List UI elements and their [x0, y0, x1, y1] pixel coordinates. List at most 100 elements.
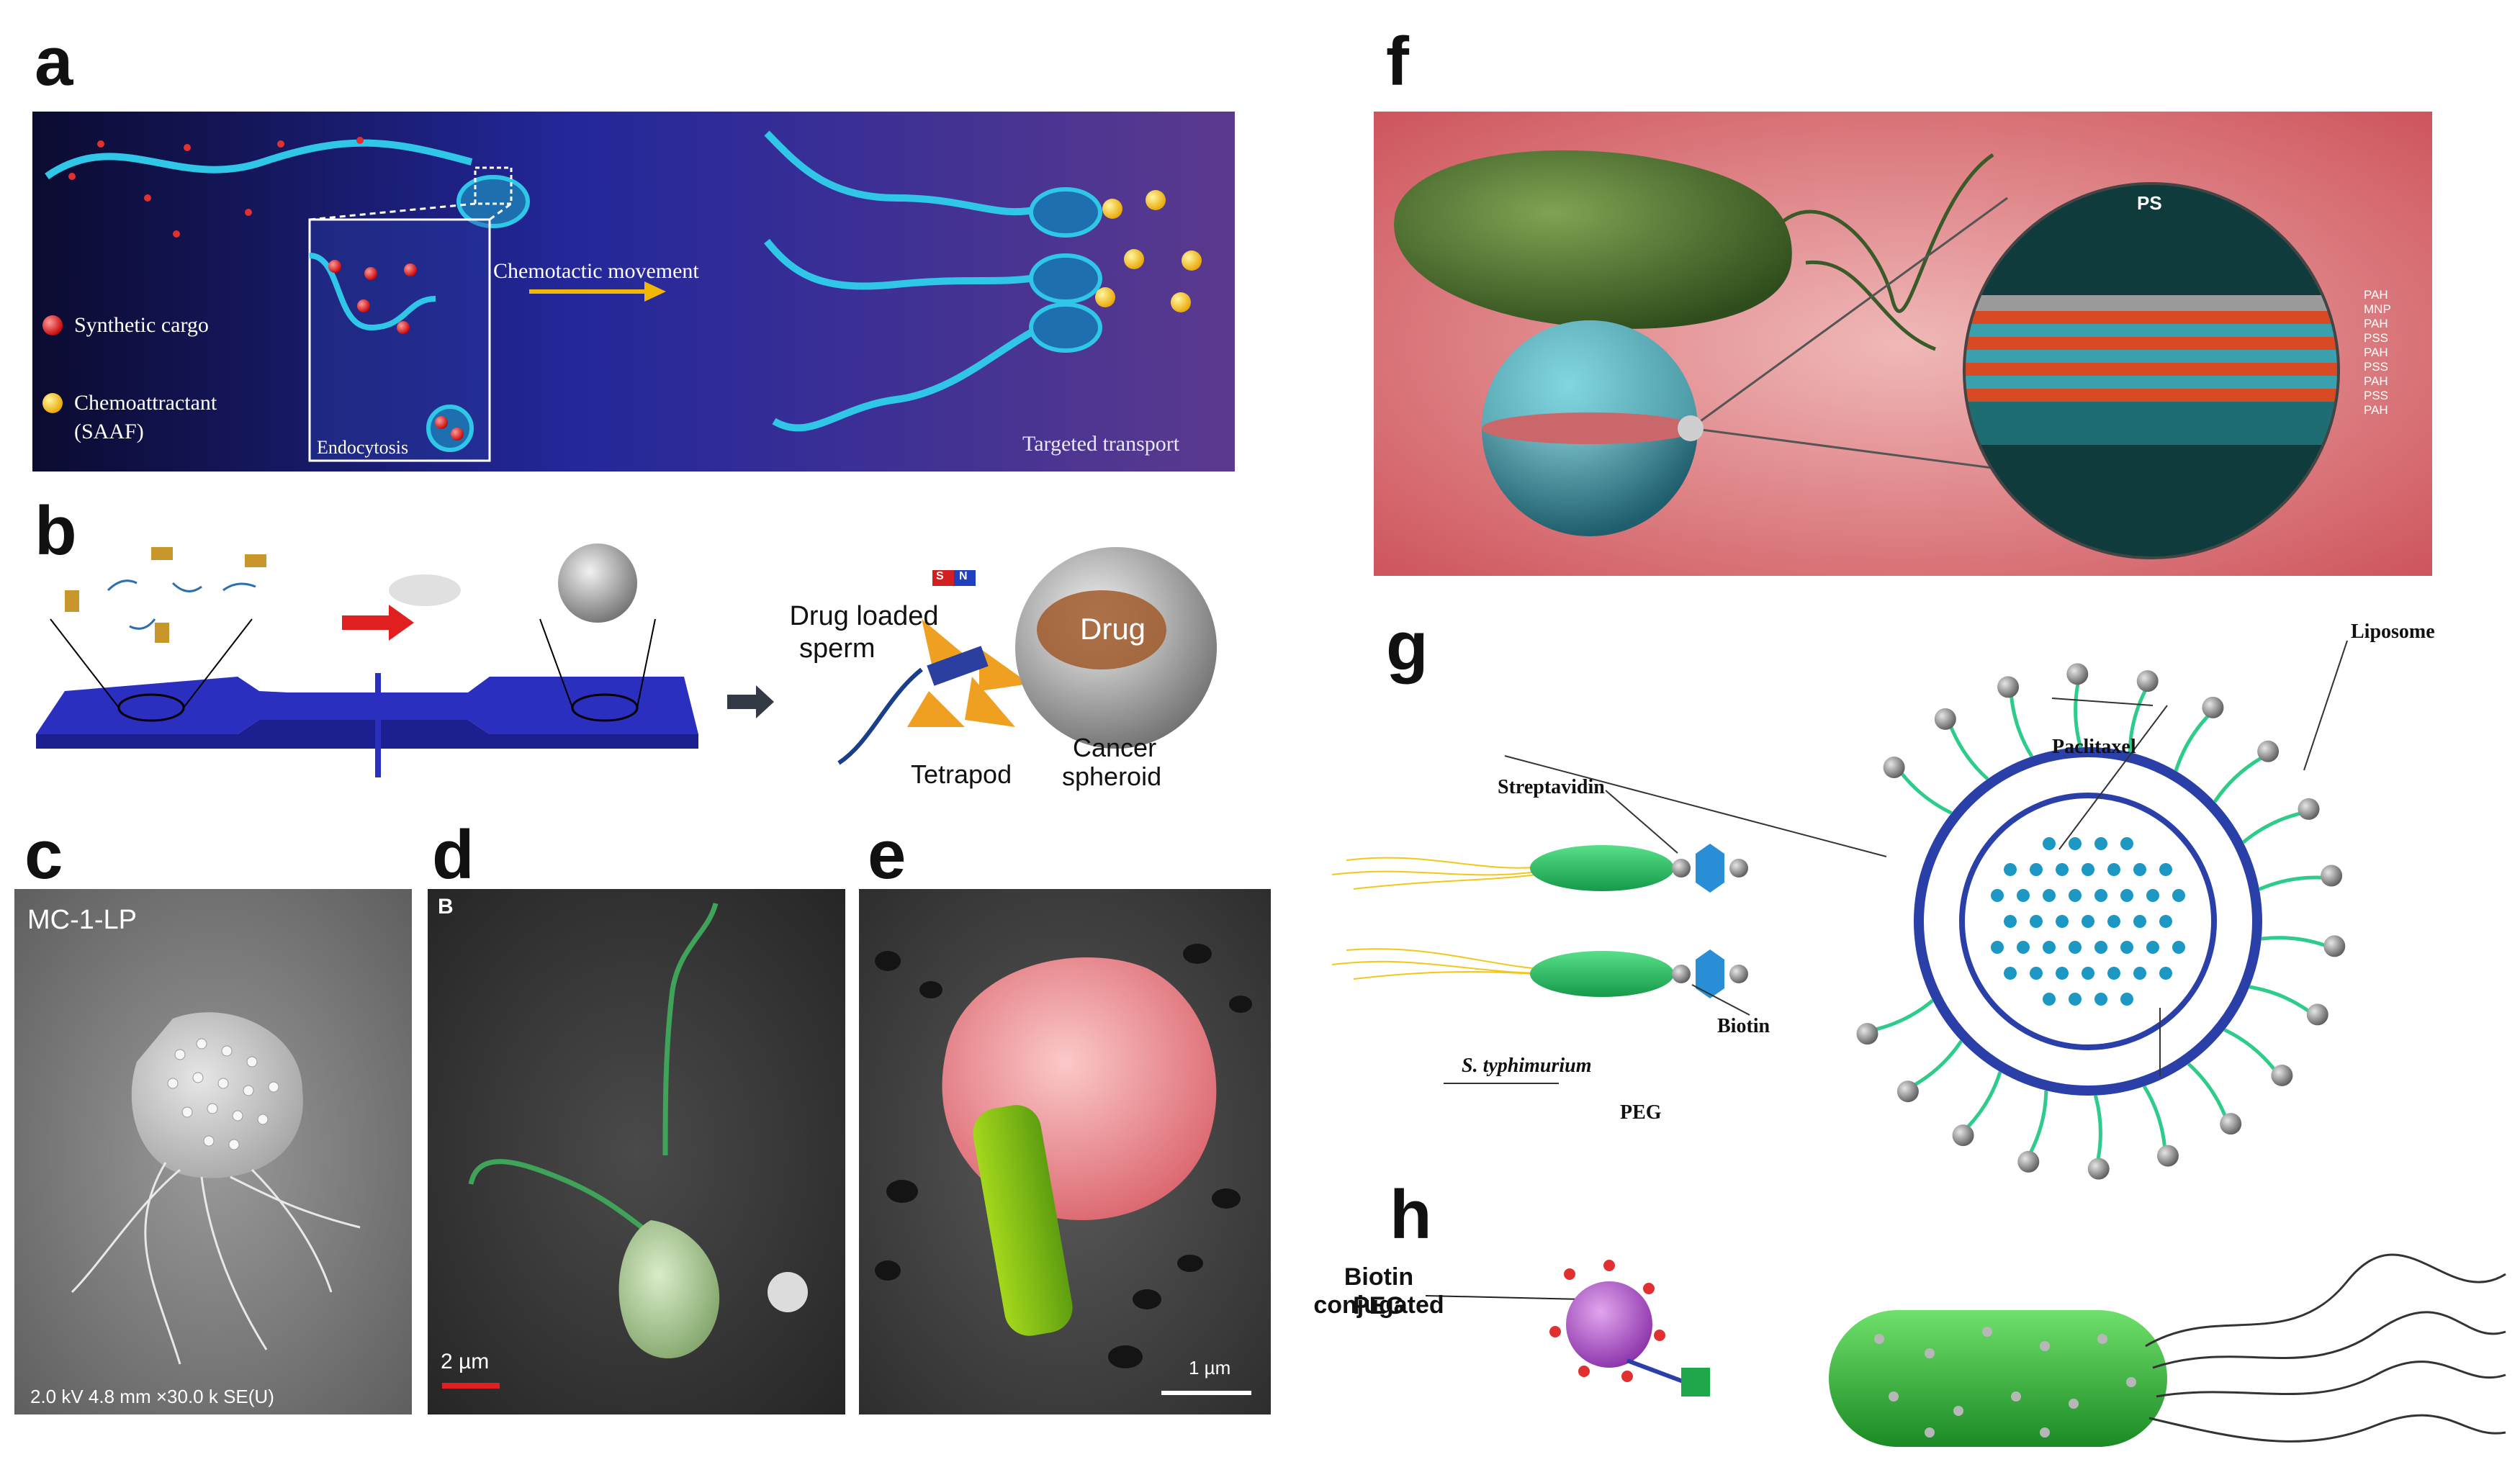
label-drug-loaded: Drug loaded	[789, 601, 939, 631]
biotin-ball	[1997, 676, 2020, 698]
label-paclitaxel: Paclitaxel	[2052, 736, 2136, 758]
paclitaxel-dot	[2017, 941, 2030, 954]
peg-chain	[2213, 757, 2262, 803]
peg-chain	[2128, 690, 2147, 753]
paclitaxel-dot	[2120, 993, 2133, 1006]
biotin-ball	[1952, 1124, 1974, 1147]
peg-chain	[1914, 1039, 1963, 1086]
paclitaxel-dot	[2120, 941, 2133, 954]
paclitaxel-dot	[2069, 941, 2082, 954]
label-endocytosis: Endocytosis	[317, 437, 409, 458]
paclitaxel-dot	[2069, 837, 2082, 850]
label-biotin-conjugated: Biotin conjugated	[1313, 1263, 1444, 1319]
paclitaxel-dot	[2094, 837, 2107, 850]
biotin-ball	[2017, 1150, 2040, 1173]
peg-chain	[1900, 772, 1953, 815]
label-s-typhimurium: S. typhimurium	[1462, 1055, 1592, 1077]
scale-bar-label-d: 2 µm	[441, 1350, 490, 1373]
biotin-ball	[2156, 1145, 2179, 1167]
layer-6: PAH	[2364, 374, 2388, 388]
peg-chain	[2261, 936, 2326, 947]
paclitaxel-dot	[2107, 863, 2120, 876]
paclitaxel-dot	[2172, 941, 2185, 954]
layer-7: PSS	[2364, 389, 2389, 402]
paclitaxel-dot	[2056, 915, 2069, 928]
panel-h: Biotin conjugated PEG	[1282, 1224, 2513, 1476]
peg-chain	[2187, 1062, 2227, 1116]
label-sperm: sperm	[799, 633, 876, 664]
paclitaxel-dot	[2069, 889, 2082, 902]
layer-1: MNP	[2364, 302, 2391, 316]
biotin-ball	[1896, 1080, 1919, 1103]
layer-list: PAH MNP PAH PSS PAH PSS PAH PSS PAH	[2364, 288, 2391, 418]
paclitaxel-dot	[2017, 889, 2030, 902]
peg-chain	[2242, 811, 2300, 844]
biotin-ball	[2087, 1158, 2110, 1180]
legend-chemoattractant: Chemoattractant	[74, 391, 217, 415]
panel-label-a: a	[35, 23, 73, 100]
peg-chain	[1876, 998, 1934, 1032]
panel-b: S N Drug loaded sperm Drug Tetrapod Canc…	[22, 504, 1246, 806]
peg-chain	[2249, 985, 2310, 1013]
paclitaxel-dot	[2056, 967, 2069, 980]
paclitaxel-dot	[2107, 915, 2120, 928]
paclitaxel-dot	[2146, 889, 2159, 902]
paclitaxel-dot	[2043, 941, 2056, 954]
peg-chain	[1966, 1071, 2002, 1128]
layer-4: PAH	[2364, 346, 2388, 359]
biotin-ball	[2306, 1003, 2328, 1026]
label-biotin: Biotin	[1717, 1015, 1770, 1037]
peg-chain	[2142, 1085, 2166, 1147]
layer-5: PSS	[2364, 360, 2389, 374]
paclitaxel-dot	[2094, 993, 2107, 1006]
paclitaxel-dot	[2004, 863, 2017, 876]
panel-a: Synthetic cargo Chemoattractant (SAAF) E…	[32, 112, 1235, 471]
paclitaxel-dot	[2159, 915, 2172, 928]
paclitaxel-dot	[2159, 863, 2172, 876]
biotin-ball	[2321, 865, 2343, 887]
paclitaxel-dot	[2004, 915, 2017, 928]
label-liposome: Liposome	[2351, 621, 2435, 643]
paclitaxel-dot	[2133, 967, 2146, 980]
panel-label-g: g	[1386, 608, 1428, 685]
legend-saaf: (SAAF)	[74, 420, 144, 443]
peg-chain	[2010, 696, 2034, 758]
peg-chain	[2074, 683, 2083, 748]
panel-label-e: e	[868, 816, 906, 893]
panel-g: Liposome Paclitaxel Streptavidin Biotin …	[1331, 605, 2513, 1195]
magnet-n: N	[959, 570, 968, 582]
panel-f: PS PAH MNP PAH PSS PAH PSS PAH PSS PAH	[1374, 112, 2432, 576]
label-streptavidin: Streptavidin	[1498, 776, 1605, 798]
panel-d-sem: B 2 µm	[428, 889, 845, 1414]
paclitaxel-dot	[2082, 967, 2094, 980]
paclitaxel-dot	[2069, 993, 2082, 1006]
magnet-s: S	[936, 570, 944, 582]
layer-8: PAH	[2364, 403, 2388, 417]
peg-chain	[2093, 1095, 2102, 1160]
paclitaxel-dot	[2004, 967, 2017, 980]
label-peg-h: PEG	[1353, 1292, 1405, 1319]
label-ps: PS	[2137, 192, 2162, 214]
peg-chain	[2258, 875, 2322, 891]
paclitaxel-dot	[2030, 863, 2043, 876]
sem-footer: 2.0 kV 4.8 mm ×30.0 k SE(U)	[30, 1386, 274, 1407]
panel-label-f: f	[1386, 23, 1409, 100]
panel-label-c: c	[24, 816, 63, 893]
paclitaxel-dot	[2043, 889, 2056, 902]
label-cancer: Cancer	[1073, 733, 1157, 762]
peg-chain	[2174, 715, 2210, 772]
panel-label-d: d	[432, 816, 474, 893]
biotin-ball	[2271, 1064, 2293, 1086]
label-drug: Drug	[1080, 612, 1146, 646]
label-chemotactic-movement: Chemotactic movement	[493, 259, 699, 283]
biotin-ball	[1934, 708, 1956, 730]
scale-bar-label-e: 1 µm	[1189, 1357, 1231, 1379]
paclitaxel-dot	[2172, 889, 2185, 902]
biotin-ball	[1883, 757, 1905, 779]
biotin-ball	[2202, 696, 2224, 718]
paclitaxel-dot	[2094, 941, 2107, 954]
biotin-ball	[2323, 935, 2346, 957]
label-peg: PEG	[1620, 1101, 1662, 1124]
biotin-ball	[1856, 1023, 1878, 1045]
paclitaxel-dot	[2056, 863, 2069, 876]
